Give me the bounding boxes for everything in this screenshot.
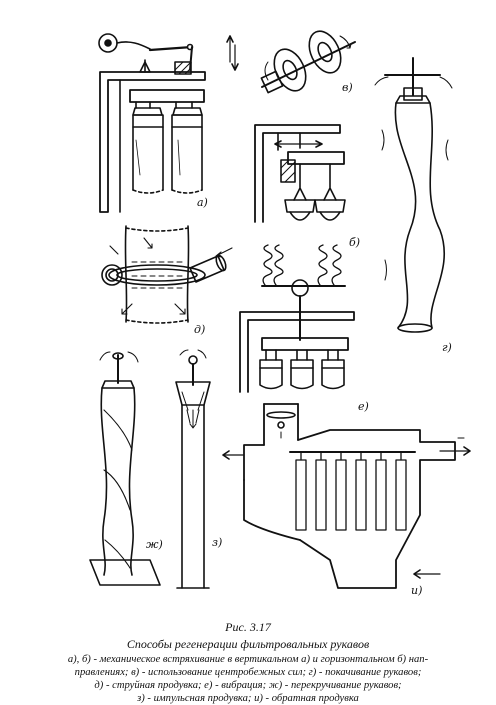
panel-label-i: и) xyxy=(411,584,423,597)
panel-label-a: а) xyxy=(197,196,208,209)
panel-label-z: з) xyxy=(212,536,223,549)
caption-line: а), б) - механическое встряхивание в вер… xyxy=(67,654,429,665)
panel-e-drawing xyxy=(240,245,354,392)
panel-a-drawing xyxy=(99,34,238,212)
panel-label-e: е) xyxy=(358,400,369,413)
panel-i-drawing xyxy=(223,404,470,588)
figure-svg xyxy=(0,0,496,618)
caption-line: правлениях; в) - использование центробеж… xyxy=(74,667,422,678)
caption-line: д) - струйная продувка; е) - вибрация; ж… xyxy=(94,680,402,691)
panel-zh-drawing xyxy=(90,352,160,585)
panel-b-drawing xyxy=(255,125,345,222)
panel-g-drawing xyxy=(375,58,452,332)
figure-number: Рис. 3.17 xyxy=(225,620,271,634)
caption-line: з) - импульсная продувка; и) - обратная … xyxy=(137,693,359,704)
panel-v-drawing xyxy=(261,26,355,96)
panel-label-zh: ж) xyxy=(146,538,163,551)
figure-drawing: а) б) в) г) д) е) ж) з) и) xyxy=(0,0,496,618)
panel-label-b: б) xyxy=(349,236,361,249)
panel-label-g: г) xyxy=(442,341,452,354)
panel-z-drawing xyxy=(176,350,210,588)
figure-title: Способы регенерации фильтровальных рукав… xyxy=(126,637,370,651)
panel-d-drawing xyxy=(102,226,232,323)
panel-label-d: д) xyxy=(194,323,206,336)
panel-label-v: в) xyxy=(342,81,353,94)
figure-caption: Рис. 3.17 Способы регенерации фильтровал… xyxy=(0,620,496,705)
